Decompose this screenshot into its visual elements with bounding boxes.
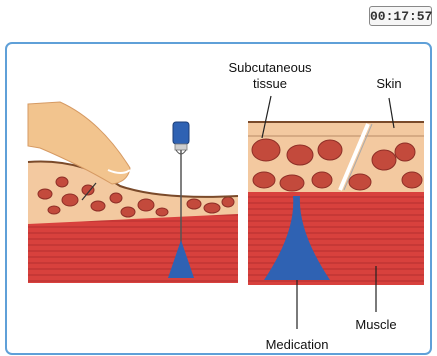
left-panel: [28, 102, 238, 283]
label-tissue: tissue: [253, 76, 287, 91]
right-panel: [248, 96, 424, 329]
label-medication: Medication: [266, 337, 329, 352]
label-muscle: Muscle: [355, 317, 396, 332]
label-subcutaneous: Subcutaneous: [228, 60, 312, 75]
muscle-layer-left: [28, 213, 238, 283]
label-skin: Skin: [376, 76, 401, 91]
